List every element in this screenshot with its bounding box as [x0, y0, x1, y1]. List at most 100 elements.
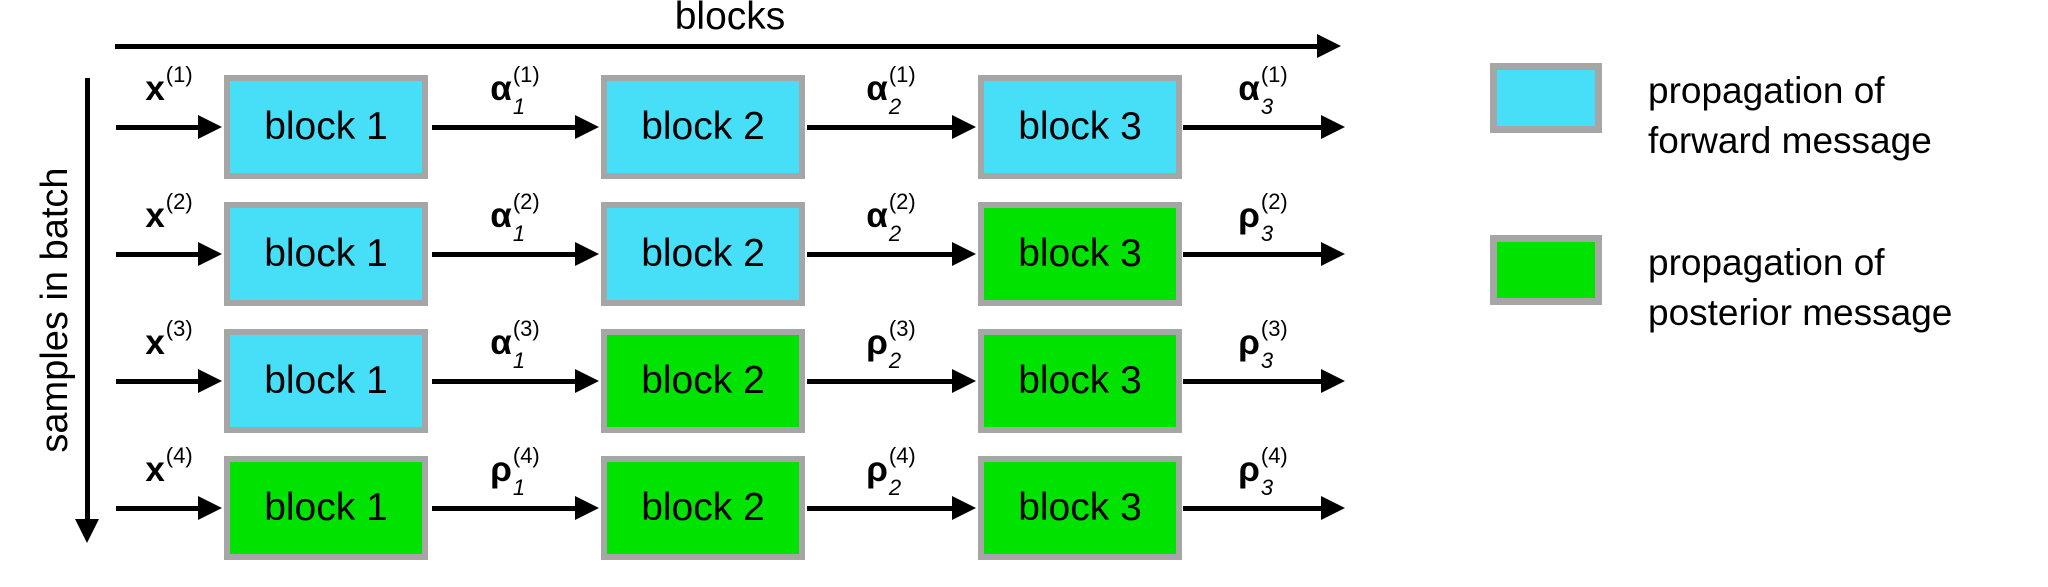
input-label-row1: x(1) — [99, 62, 239, 117]
legend-label-line: forward message — [1648, 120, 1932, 161]
math-superscript: (3) — [165, 316, 193, 341]
output-arrow-row2 — [1183, 242, 1345, 266]
block-label: block 3 — [1018, 232, 1142, 275]
input-arrow-row4 — [116, 496, 222, 520]
math-subscript — [166, 224, 193, 244]
blocks-axis-arrow — [115, 34, 1341, 58]
blocks-axis-label: blocks — [674, 0, 786, 38]
message-label-row2-1: α(2) 1 — [445, 189, 585, 246]
samples-axis-label: samples in batch — [34, 167, 76, 453]
legend-label-line: propagation of — [1648, 242, 1885, 283]
math-subscript: 1 — [512, 221, 526, 246]
legend-label-line: propagation of — [1648, 70, 1885, 111]
math-superscript: (1) — [512, 62, 540, 87]
math-subscript — [166, 351, 193, 371]
input-label-row4: x(4) — [99, 443, 239, 498]
math-superscript: (3) — [888, 316, 916, 341]
block-row2-col3: block 3 — [978, 202, 1182, 306]
block-row4-col2: block 2 — [601, 456, 805, 560]
legend-label-posterior: propagation of posterior message — [1648, 238, 2048, 338]
math-superscript: (4) — [512, 443, 540, 468]
math-superscript: (4) — [165, 443, 193, 468]
math-subscript: 3 — [1260, 348, 1274, 373]
math-symbol: ρ — [1238, 196, 1260, 235]
message-label-row2-2: α(2) 2 — [821, 189, 961, 246]
math-superscript: (4) — [888, 443, 916, 468]
block-label: block 3 — [1018, 359, 1142, 402]
block-row3-col3: block 3 — [978, 329, 1182, 433]
math-superscript: (3) — [512, 316, 540, 341]
math-superscript: (2) — [888, 189, 916, 214]
math-symbol: ρ — [1238, 450, 1260, 489]
math-subscript: 2 — [888, 221, 902, 246]
math-subscript: 3 — [1260, 221, 1274, 246]
message-label-row3-2: ρ(3) 2 — [821, 316, 961, 373]
math-symbol: α — [490, 69, 512, 108]
math-symbol: α — [866, 196, 888, 235]
block-label: block 1 — [264, 232, 388, 275]
message-arrow-row4-1 — [432, 496, 599, 520]
message-label-row3-1: α(3) 1 — [445, 316, 585, 373]
message-arrow-row3-2 — [807, 369, 976, 393]
block-label: block 2 — [641, 232, 765, 275]
block-label: block 1 — [264, 486, 388, 529]
math-superscript: (3) — [1260, 316, 1288, 341]
math-subscript: 2 — [888, 348, 902, 373]
message-label-row4-2: ρ(4) 2 — [821, 443, 961, 500]
math-subscript — [166, 478, 193, 498]
message-arrow-row4-2 — [807, 496, 976, 520]
math-symbol: x — [145, 323, 165, 362]
message-arrow-row1-2 — [807, 115, 976, 139]
message-arrow-row3-1 — [432, 369, 599, 393]
block-row1-col1: block 1 — [224, 75, 428, 179]
block-row4-col3: block 3 — [978, 456, 1182, 560]
block-label: block 1 — [264, 359, 388, 402]
message-arrow-row2-1 — [432, 242, 599, 266]
math-superscript: (1) — [165, 62, 193, 87]
message-arrow-row1-1 — [432, 115, 599, 139]
math-superscript: (1) — [1260, 62, 1288, 87]
block-label: block 3 — [1018, 486, 1142, 529]
block-row2-col1: block 1 — [224, 202, 428, 306]
math-subscript: 1 — [512, 348, 526, 373]
block-row1-col3: block 3 — [978, 75, 1182, 179]
math-superscript: (2) — [512, 189, 540, 214]
legend-label-line: posterior message — [1648, 292, 1953, 333]
math-symbol: x — [145, 69, 165, 108]
message-label-row4-3: ρ(4) 3 — [1193, 443, 1333, 500]
block-row2-col2: block 2 — [601, 202, 805, 306]
math-symbol: α — [490, 196, 512, 235]
math-symbol: α — [490, 323, 512, 362]
message-label-row1-1: α(1)1 — [445, 62, 585, 118]
math-superscript: (4) — [1260, 443, 1288, 468]
block-row1-col2: block 2 — [601, 75, 805, 179]
input-label-row3: x(3) — [99, 316, 239, 371]
math-symbol: α — [1238, 69, 1260, 108]
block-label: block 1 — [264, 105, 388, 148]
block-label: block 2 — [641, 359, 765, 402]
math-symbol: α — [866, 69, 888, 108]
message-label-row3-3: ρ(3) 3 — [1193, 316, 1333, 373]
legend-swatch-posterior — [1490, 235, 1602, 305]
math-superscript: (2) — [165, 189, 193, 214]
math-subscript: 2 — [888, 475, 902, 500]
message-label-row1-2: α(1)2 — [821, 62, 961, 118]
math-subscript: 1 — [512, 475, 526, 500]
block-label: block 2 — [641, 486, 765, 529]
math-subscript: 3 — [1260, 475, 1274, 500]
math-symbol: ρ — [866, 450, 888, 489]
math-symbol: ρ — [1238, 323, 1260, 362]
samples-axis-arrow — [75, 78, 99, 543]
message-label-row1-3: α(1) 3 — [1193, 62, 1333, 119]
block-row3-col1: block 1 — [224, 329, 428, 433]
message-label-row2-3: ρ(2)3 — [1193, 191, 1333, 246]
math-symbol: x — [145, 450, 165, 489]
math-symbol: ρ — [490, 450, 512, 489]
math-symbol: x — [145, 196, 165, 235]
block-row4-col1: block 1 — [224, 456, 428, 560]
math-subscript: 3 — [1260, 94, 1274, 119]
output-arrow-row3 — [1183, 369, 1345, 393]
math-symbol: ρ — [866, 323, 888, 362]
math-superscript: (1) — [888, 62, 916, 87]
